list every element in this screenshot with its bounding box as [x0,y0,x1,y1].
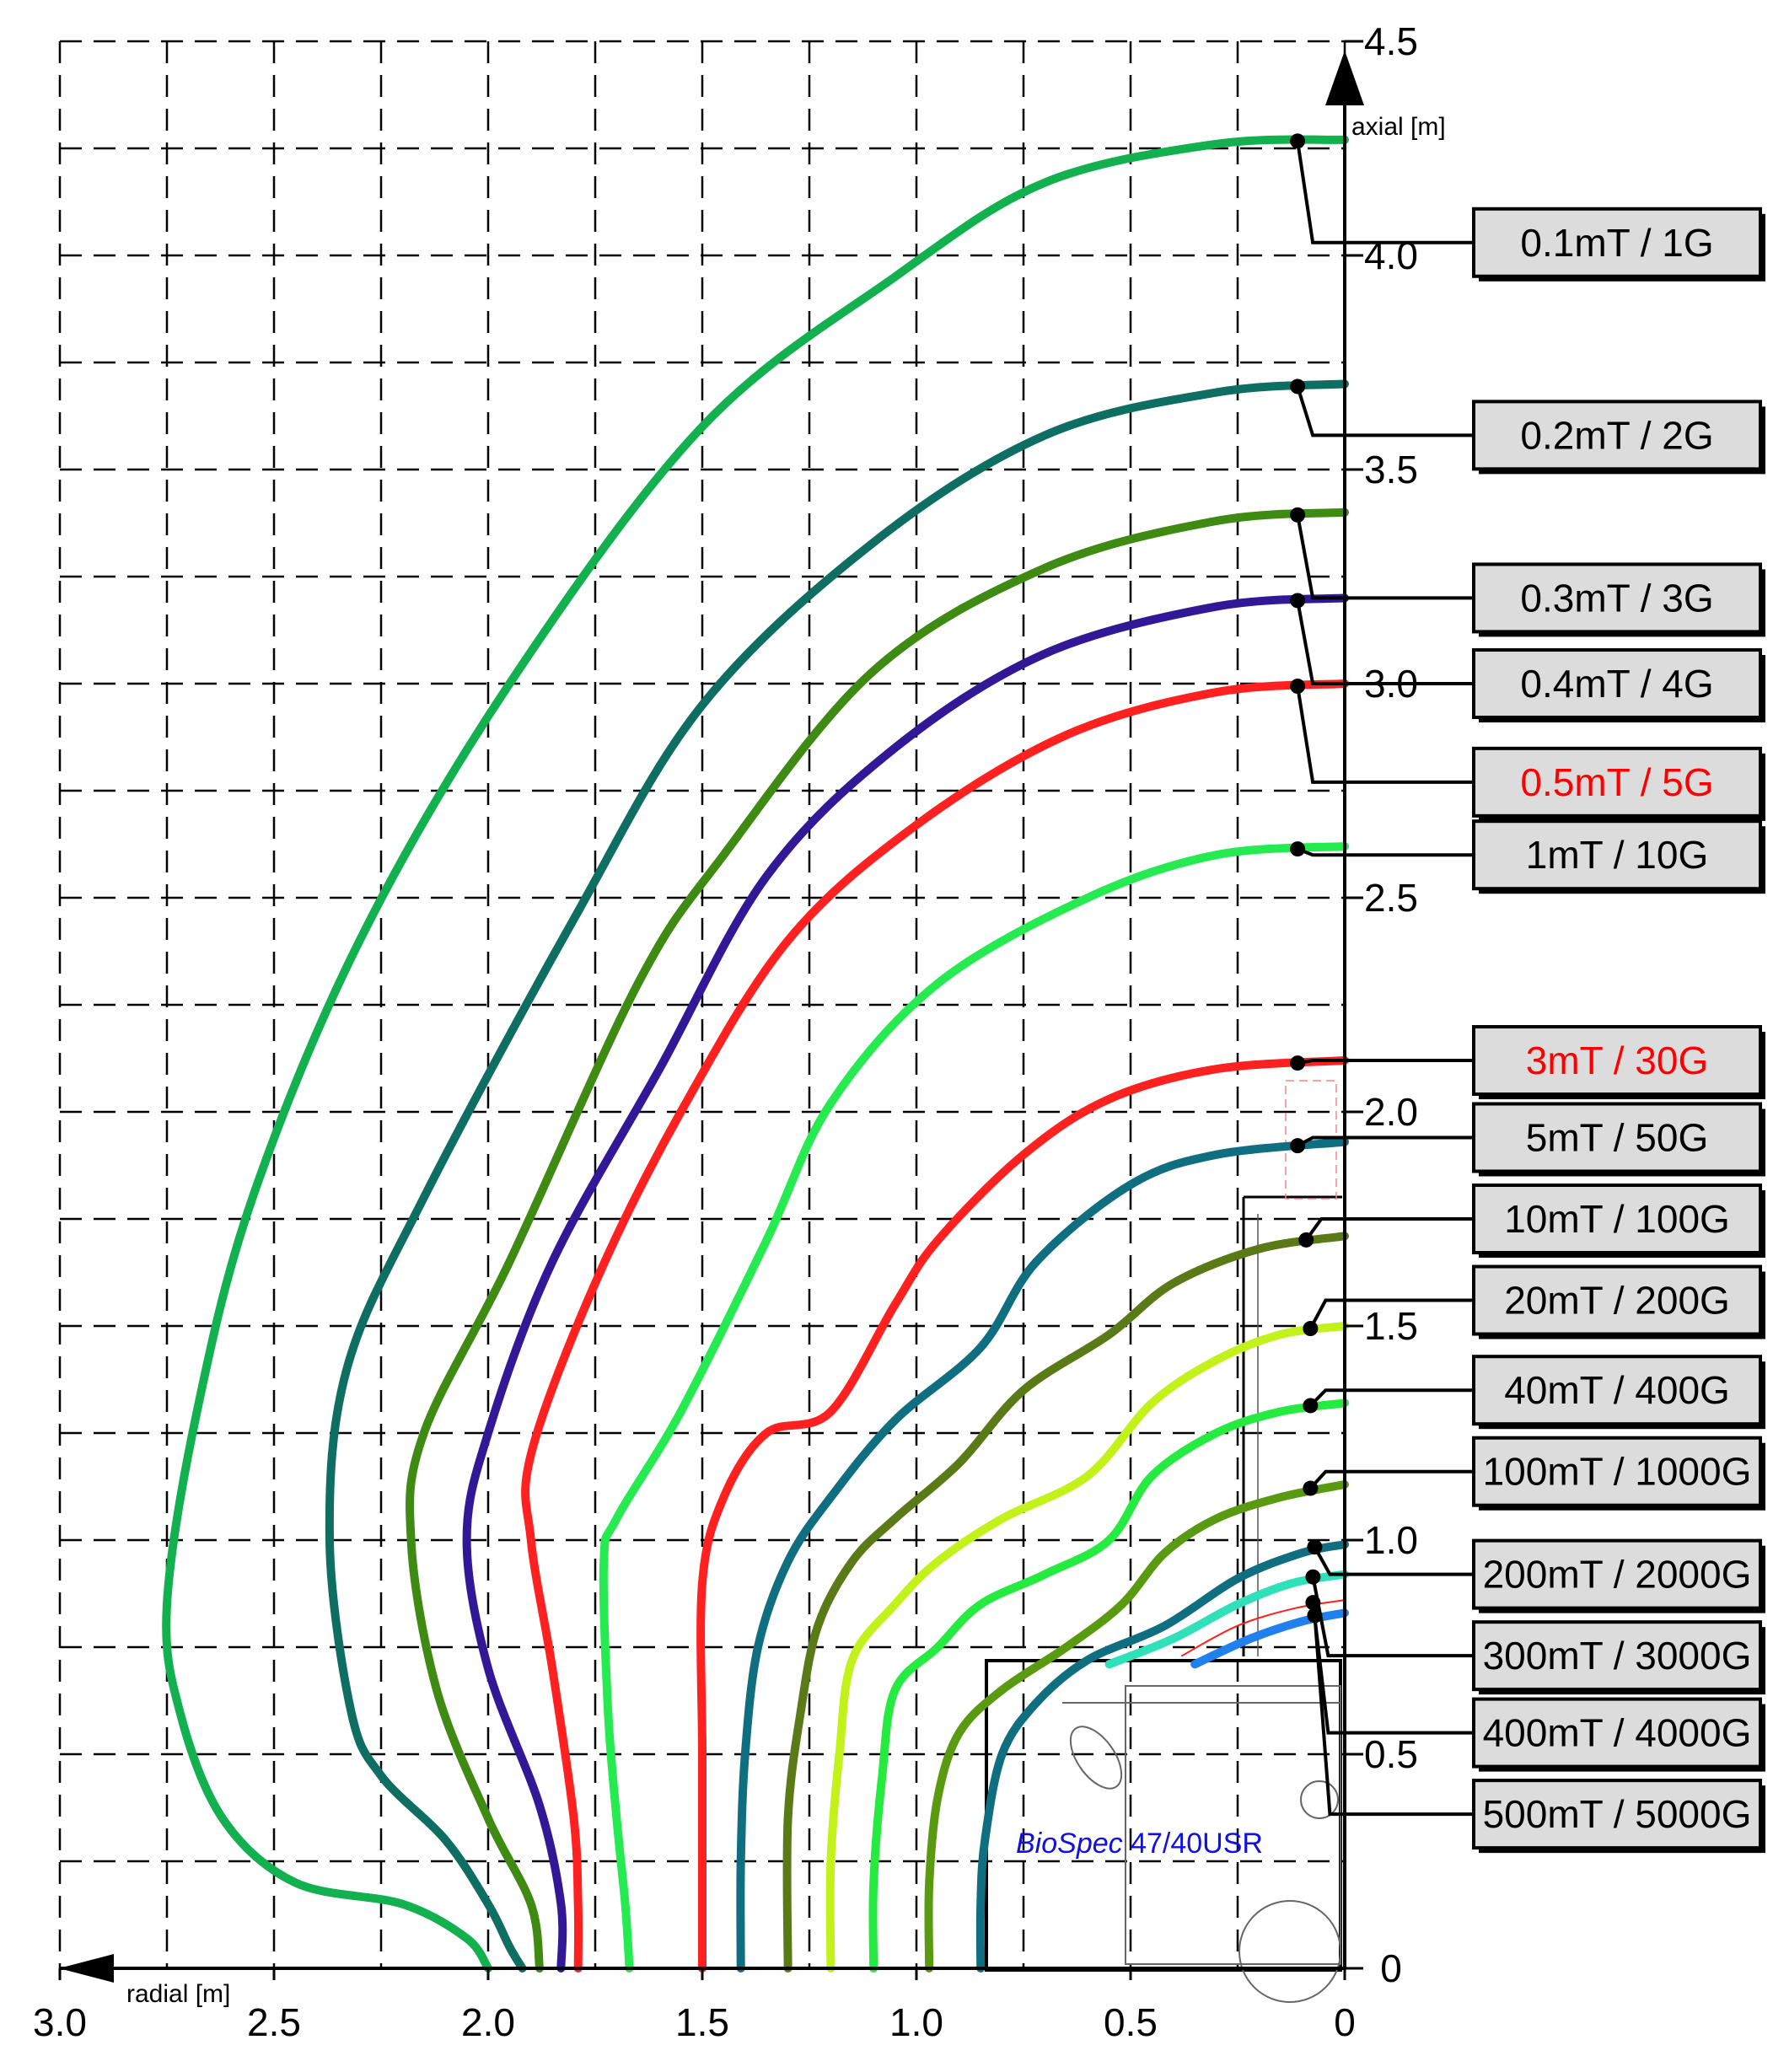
instrument-outline [985,1659,1342,1972]
series-label-100mt-1000g: 100mT / 1000G [1483,1450,1752,1494]
series-line-0-2mt-2g [325,379,1349,1973]
series-label-0-5mt-5g: 0.5mT / 5G [1520,760,1713,804]
series-label-box-0-2mt-2g [1472,400,1762,471]
series-line-500mt-5000g [1190,1608,1349,1669]
series-label-box-10mt-100g [1472,1184,1762,1254]
series-label-box-0-3mt-3g [1472,562,1762,634]
series-label-box-0-5mt-5g [1472,746,1762,818]
series-leader-10mt-100g [1304,1217,1474,1242]
x-tick-label: 2.5 [247,2000,301,2044]
series-leader-0-1mt-1g [1296,141,1474,244]
series-leader-400mt-4000g [1311,1602,1474,1735]
series-line-0-4mt-4g [462,593,1349,1973]
y-tick-label: 1.0 [1364,1518,1418,1562]
series-line-3mt-30g [696,1056,1349,1973]
series-label-0-1mt-1g: 0.1mT / 1G [1520,221,1713,265]
series-leader-100mt-1000g [1308,1469,1474,1490]
series-label-0-4mt-4g: 0.4mT / 4G [1520,662,1713,706]
x-tick-label: 0 [1334,2000,1356,2044]
series-label-box-500mt-5000g [1472,1779,1762,1850]
y-axis-arrow [1325,51,1364,105]
series-label-box-300mt-3000g [1472,1620,1762,1692]
instrument-wheel [1238,1900,1341,2003]
series-group [162,135,1349,1973]
series-leader-5mt-50g [1297,1135,1474,1147]
y-tick-label: 4.5 [1364,19,1418,63]
y-tick-label: 2.5 [1364,876,1418,920]
x-axis-arrow [59,1954,114,1983]
x-ticks: 3.0 2.5 2.0 1.5 1.0 0.5 0 [33,1968,1356,2044]
series-label-400mt-4000g: 400mT / 4000G [1483,1711,1752,1755]
y-axis-title: axial [m] [1351,113,1446,141]
series-labels: 0.1mT / 1G 0.2mT / 2G 0.3mT / 3G 0.4mT / 4G… [1290,133,1765,1854]
series-line-200mt-2000g [975,1540,1349,1973]
x-tick-label: 2.0 [461,2000,515,2044]
series-line-20mt-200g [825,1322,1349,1973]
series-label-1mt-10g: 1mT / 10G [1526,833,1708,877]
instrument-magnet-body [1125,1685,1341,1965]
y-tick-label: 0.5 [1364,1732,1418,1776]
y-tick-label: 4.0 [1364,234,1418,277]
series-label-box-5mt-50g [1472,1102,1762,1173]
series-label-0-2mt-2g: 0.2mT / 2G [1520,413,1713,457]
y-tick-label: 2.0 [1364,1090,1418,1134]
series-line-0-1mt-1g [162,135,1349,1973]
series-leader-200mt-2000g [1313,1546,1474,1576]
instrument-fan [1069,1726,1123,1790]
series-leader-0-4mt-4g [1296,600,1474,685]
series-line-0-3mt-3g [406,507,1349,1973]
x-axis-title: radial [m] [126,1980,230,2008]
x-tick-label: 0.5 [1104,2000,1158,2044]
instrument-label-model: 47/40USR [1123,1828,1263,1860]
series-leader-40mt-400g [1308,1388,1474,1407]
series-line-0-5mt-5g [521,679,1349,1973]
series-label-0-3mt-3g: 0.3mT / 3G [1520,576,1713,620]
series-label-500mt-5000g: 500mT / 5000G [1483,1792,1752,1836]
series-leader-0-2mt-2g [1296,385,1474,437]
series-label-box-1mt-10g [1472,819,1762,891]
series-label-box-200mt-2000g [1472,1538,1762,1610]
series-label-box-40mt-400g [1472,1355,1762,1426]
series-label-box-0-1mt-1g [1472,207,1762,278]
instrument-label-italic: BioSpec [1016,1828,1123,1860]
y-tick-label: 3.5 [1364,448,1418,491]
series-label-20mt-200g: 20mT / 200G [1504,1279,1730,1323]
series-label-box-400mt-4000g [1472,1697,1762,1769]
series-line-300mt-3000g [1104,1570,1349,1669]
instrument-label: BioSpec 47/40USR [1016,1828,1263,1860]
x-tick-label: 1.5 [675,2000,729,2044]
series-label-box-20mt-200g [1472,1264,1762,1336]
series-line-10mt-100g [782,1232,1349,1973]
series-label-10mt-100g: 10mT / 100G [1504,1197,1730,1241]
series-leader-20mt-200g [1308,1298,1474,1329]
series-label-40mt-400g: 40mT / 400G [1504,1368,1730,1412]
series-label-300mt-3000g: 300mT / 3000G [1483,1634,1752,1677]
x-tick-label: 3.0 [33,2000,87,2044]
series-leader-0-3mt-3g [1296,514,1474,600]
series-leader-1mt-10g [1297,847,1474,857]
series-label-box-3mt-30g [1472,1025,1762,1097]
series-line-1mt-10g [599,842,1349,1973]
series-label-5mt-50g: 5mT / 50G [1526,1115,1708,1159]
series-label-200mt-2000g: 200mT / 2000G [1483,1553,1752,1597]
series-leader-3mt-30g [1297,1059,1474,1066]
instrument-port [1300,1780,1339,1819]
series-leader-500mt-5000g [1313,1615,1474,1817]
x-tick-label: 1.0 [889,2000,943,2044]
series-label-box-0-4mt-4g [1472,648,1762,719]
series-label-box-100mt-1000g [1472,1436,1762,1507]
y-tick-label: 0 [1380,1946,1402,1990]
series-label-3mt-30g: 3mT / 30G [1526,1039,1708,1082]
series-line-100mt-1000g [924,1480,1349,1973]
series-line-40mt-400g [868,1398,1349,1973]
y-tick-label: 1.5 [1364,1304,1418,1348]
series-leader-0-5mt-5g [1296,685,1474,784]
series-line-5mt-50g [736,1137,1349,1973]
y-ticks: 00.51.01.52.02.53.03.54.04.5 [1345,19,1418,1990]
